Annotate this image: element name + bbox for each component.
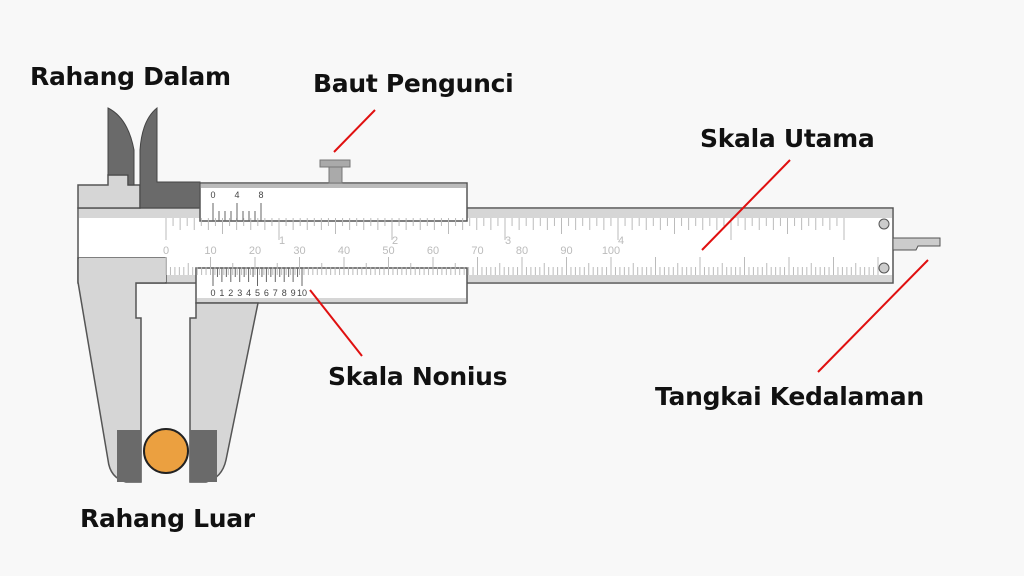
main-mm-label: 30: [293, 245, 305, 257]
main-mm-label: 50: [382, 245, 394, 257]
label-inner-jaw: Rahang Dalam: [30, 62, 231, 91]
slider-bottom-strip: [197, 298, 466, 302]
main-inch-label: 4: [618, 235, 624, 247]
vernier-mm-label: 4: [246, 288, 251, 298]
beam-left-strip: [79, 258, 166, 282]
main-beam-bottom-strip: [79, 275, 892, 282]
main-inch-label: 2: [392, 235, 398, 247]
lock-screw-head: [319, 159, 351, 168]
measured-object: [143, 428, 189, 474]
main-inch-label: 3: [505, 235, 511, 247]
vernier-inch-label: 4: [234, 190, 239, 200]
pointer-vernier-scale: [309, 289, 363, 357]
main-mm-label: 70: [471, 245, 483, 257]
main-mm-label: 20: [249, 245, 261, 257]
label-depth-rod: Tangkai Kedalaman: [655, 382, 924, 411]
vernier-mm-label: 6: [264, 288, 269, 298]
fixed-inner-jaw: [107, 107, 135, 186]
vernier-inch-label: 0: [210, 190, 215, 200]
vernier-mm-label: 2: [228, 288, 233, 298]
sliding-inner-jaw: [139, 106, 201, 209]
slider-top-strip: [201, 184, 466, 188]
main-mm-label: 80: [516, 245, 528, 257]
vernier-mm-label: 0: [210, 288, 215, 298]
main-mm-label: 100: [602, 245, 620, 257]
main-mm-label: 40: [338, 245, 350, 257]
vernier-mm-label: 5: [255, 288, 260, 298]
vernier-mm-label: 10: [297, 288, 307, 298]
main-mm-label: 0: [163, 245, 169, 257]
vernier-slider-top: [199, 182, 468, 222]
depth-rod: [892, 237, 941, 251]
sliding-jaw-pad: [190, 430, 217, 482]
pointer-main-scale: [701, 159, 791, 251]
main-mm-label: 90: [560, 245, 572, 257]
vernier-mm-label: 9: [291, 288, 296, 298]
vernier-mm-label: 8: [282, 288, 287, 298]
lock-screw-stem: [328, 166, 343, 184]
vernier-mm-label: 3: [237, 288, 242, 298]
pointer-lock-screw: [333, 109, 376, 153]
pointer-depth-rod: [817, 259, 929, 373]
fixed-jaw-pad: [117, 430, 141, 482]
label-outer-jaw: Rahang Luar: [80, 504, 255, 533]
vernier-mm-label: 7: [273, 288, 278, 298]
label-lock-screw: Baut Pengunci: [313, 69, 514, 98]
label-main-scale: Skala Utama: [700, 124, 875, 153]
end-screw-bottom: [878, 262, 890, 274]
main-mm-label: 60: [427, 245, 439, 257]
end-screw-top: [878, 218, 890, 230]
vernier-mm-label: 1: [219, 288, 224, 298]
main-mm-label: 10: [204, 245, 216, 257]
main-inch-label: 1: [279, 235, 285, 247]
label-vernier-scale: Skala Nonius: [328, 362, 508, 391]
vernier-inch-label: 8: [258, 190, 263, 200]
main-beam-top-strip: [79, 209, 892, 218]
